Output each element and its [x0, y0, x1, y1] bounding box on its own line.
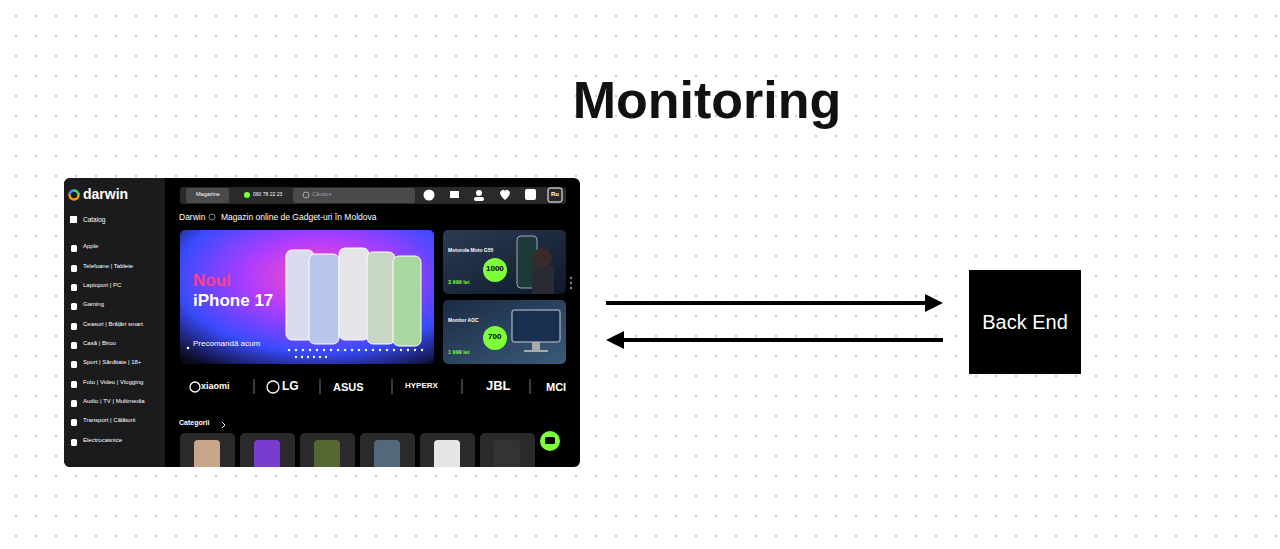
arrow-connector — [606, 294, 943, 312]
screenshot-text: Electrocasnice — [83, 437, 122, 444]
diagram-title: Monitoring — [0, 70, 1280, 130]
process-box: Back End — [969, 270, 1081, 374]
screenshot-text: Laptopuri | PC — [83, 282, 121, 289]
screenshot-text: ASUS — [333, 381, 364, 393]
screenshot-text: LG — [282, 380, 299, 393]
screenshot-text: Precomandă acum — [193, 340, 260, 349]
screenshot-text: darwin — [83, 187, 128, 202]
screenshot-text: Transport | Călătorii — [83, 417, 135, 424]
screenshot-text: iPhone 17 — [193, 292, 273, 311]
screenshot-text: xiaomi — [201, 382, 230, 392]
screenshot-text: 700 — [488, 333, 501, 342]
screenshot-text: Audio | TV | Multimedia — [83, 398, 145, 405]
screenshot-text: Căutare — [312, 191, 332, 197]
screenshot-text: Sport | Sănătate | 18+ — [83, 359, 141, 366]
screenshot-text: Darwin — [179, 213, 205, 222]
screenshot-text: 1 999 lei — [448, 349, 469, 355]
screenshot-text: Ru — [551, 191, 559, 198]
screenshot-text: Motorola Moto G55 — [448, 248, 493, 254]
screenshot-text: Apple — [83, 243, 98, 250]
screenshot-text: 060 78 22 23 — [253, 192, 282, 198]
screenshot-text: 3 999 lei — [448, 279, 469, 285]
screenshot-text: Telefoane | Tablete — [83, 263, 133, 270]
screenshot-text: Magazine — [196, 191, 220, 197]
screenshot-text: Foto | Video | Vlogging — [83, 379, 143, 386]
screenshot-text: Noul — [193, 272, 231, 291]
arrow-connector — [606, 331, 943, 349]
screenshot-text: Ceasuri | Brățări smart — [83, 321, 143, 328]
screenshot-text: 1000 — [486, 265, 504, 274]
box-label: Back End — [982, 311, 1068, 334]
screenshot-text: Categorii — [179, 419, 209, 427]
screenshot-text: Monitor AOC — [448, 318, 479, 324]
screenshot-text: MCI — [546, 381, 566, 393]
screenshot-text: Magazin online de Gadget-uri în Moldova — [221, 213, 376, 222]
screenshot-text: JBL — [486, 379, 511, 393]
screenshot-text: Casă | Birou — [83, 340, 116, 347]
screenshot-text: Catalog — [83, 216, 105, 223]
website-screenshot: darwinCatalogAppleTelefoane | TableteLap… — [64, 178, 580, 467]
screenshot-text: HYPERX — [405, 382, 438, 391]
screenshot-text: Gaming — [83, 301, 104, 308]
